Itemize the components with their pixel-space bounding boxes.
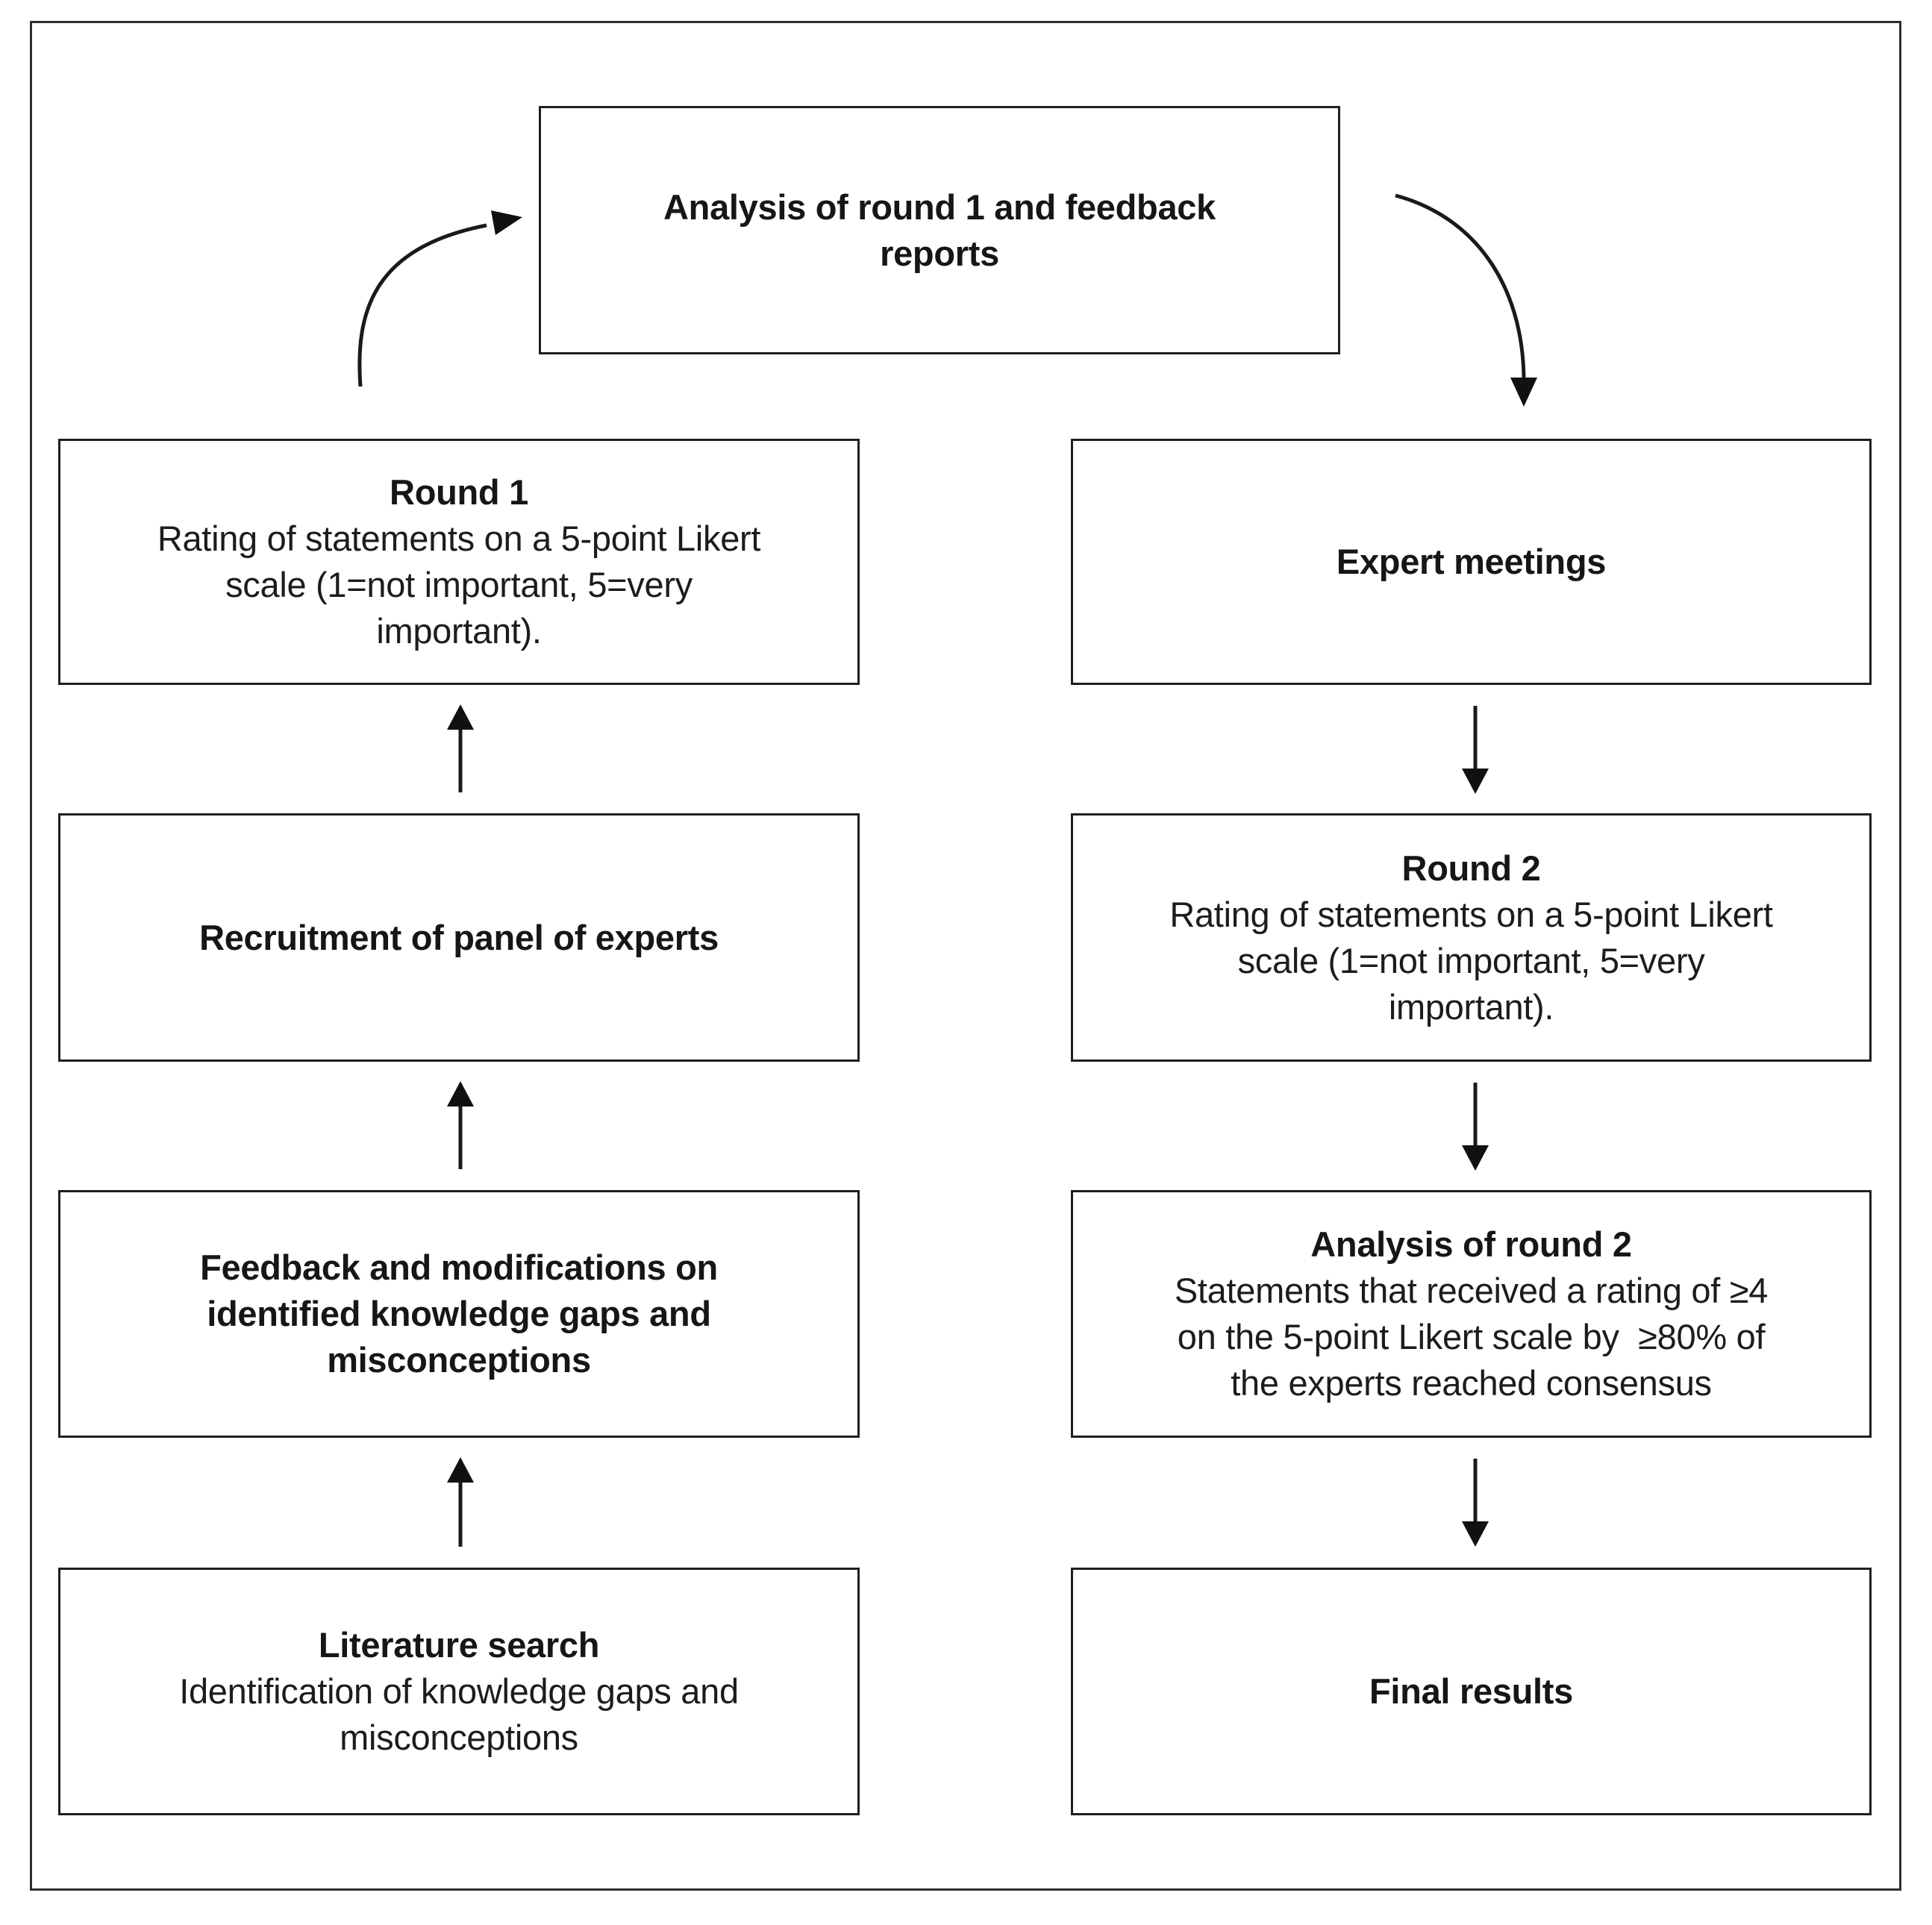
box-expert-meetings-title: Expert meetings: [1336, 542, 1607, 581]
box-round-2: Round 2 Rating of statements on a 5-poin…: [1071, 813, 1872, 1062]
box-final-results: Final results: [1071, 1568, 1872, 1815]
box-analysis-round-2-body: Statements that received a rating of ≥4 …: [1174, 1271, 1769, 1403]
box-analysis-round-2: Analysis of round 2 Statements that rece…: [1071, 1190, 1872, 1438]
box-literature-search: Literature search Identification of know…: [58, 1568, 860, 1815]
box-round-1-title: Round 1: [390, 472, 528, 512]
outer-border: [30, 21, 1901, 1891]
box-literature-search-body: Identification of knowledge gaps and mis…: [179, 1671, 739, 1757]
box-feedback-modifications: Feedback and modifications on identified…: [58, 1190, 860, 1438]
box-round-2-body: Rating of statements on a 5-point Likert…: [1169, 894, 1773, 1027]
box-recruitment-title: Recruitment of panel of experts: [199, 917, 719, 957]
box-round-1-body: Rating of statements on a 5-point Likert…: [157, 519, 761, 651]
box-recruitment: Recruitment of panel of experts: [58, 813, 860, 1062]
box-round-2-title: Round 2: [1401, 848, 1541, 888]
box-final-results-title: Final results: [1369, 1671, 1573, 1711]
box-analysis-round-2-title: Analysis of round 2: [1310, 1224, 1632, 1264]
box-analysis-round-1: Analysis of round 1 and feedback reports: [539, 106, 1340, 354]
box-literature-search-title: Literature search: [318, 1625, 600, 1665]
box-analysis-round-1-title: Analysis of round 1 and feedback reports: [663, 187, 1216, 273]
box-expert-meetings: Expert meetings: [1071, 439, 1872, 685]
box-feedback-modifications-title: Feedback and modifications on identified…: [200, 1248, 718, 1380]
box-round-1: Round 1 Rating of statements on a 5-poin…: [58, 439, 860, 685]
